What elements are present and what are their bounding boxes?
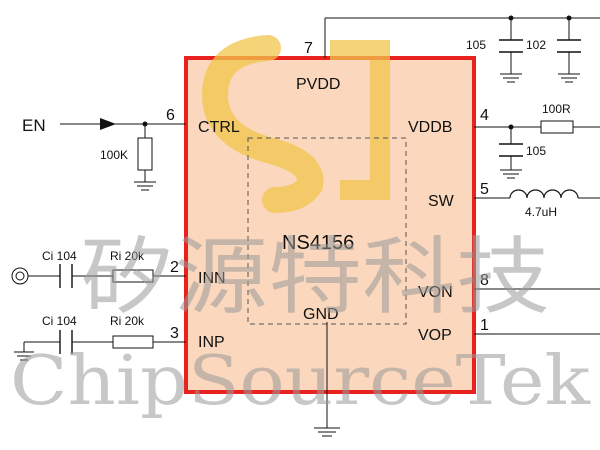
c-inn-label: Ci 104 <box>42 249 77 263</box>
pin-label-von: VON <box>418 284 453 301</box>
resistor-100r <box>540 120 574 134</box>
inductor-label: 4.7uH <box>525 205 557 219</box>
resistor-ri-inp <box>112 335 154 349</box>
r-ctrl-label: 100K <box>100 148 128 162</box>
c-top-1-label: 105 <box>466 38 486 52</box>
wires <box>14 17 600 437</box>
pin-number-7: 7 <box>304 40 313 57</box>
pin-number-1: 1 <box>480 317 489 334</box>
pin-number-5: 5 <box>480 181 489 198</box>
watermark-cn: 矽源特科技 <box>80 228 550 326</box>
r-inp-label: Ri 20k <box>110 314 145 328</box>
chip-name: NS4156 <box>282 232 354 254</box>
inductor-coil <box>509 189 579 199</box>
r-inn-label: Ri 20k <box>110 249 145 263</box>
pin-number-8: 8 <box>480 272 489 289</box>
input-jack-icon <box>11 267 29 285</box>
pin-number-2: 2 <box>170 259 179 276</box>
top-capacitors <box>59 39 581 354</box>
pin-label-vddb: VDDB <box>408 119 452 136</box>
pin-number-6: 6 <box>166 107 175 124</box>
c-top-2-label: 102 <box>526 38 546 52</box>
pin-number-3: 3 <box>170 325 179 342</box>
c-inp-label: Ci 104 <box>42 314 77 328</box>
pin-label-sw: SW <box>428 193 455 210</box>
resistor-100k <box>137 137 153 171</box>
pin-label-pvdd: PVDD <box>296 76 340 93</box>
pin-label-inn: INN <box>198 270 226 287</box>
chipsource-logo <box>201 35 390 213</box>
pin-label-vop: VOP <box>418 327 452 344</box>
pin-number-4: 4 <box>480 107 489 124</box>
enable-label: EN <box>22 116 46 135</box>
r-vddb-label: 100R <box>542 102 571 116</box>
pin-label-ctrl: CTRL <box>198 119 240 136</box>
resistor-ri-inn <box>112 269 154 283</box>
en-arrow-icon <box>100 118 116 130</box>
pin-label-gnd: GND <box>303 306 339 323</box>
junctions <box>142 15 572 130</box>
c-vddb-label: 105 <box>526 144 546 158</box>
pin-label-inp: INP <box>198 334 225 351</box>
chip-body <box>184 56 476 394</box>
watermark-en: ChipSourceTek <box>10 342 591 421</box>
